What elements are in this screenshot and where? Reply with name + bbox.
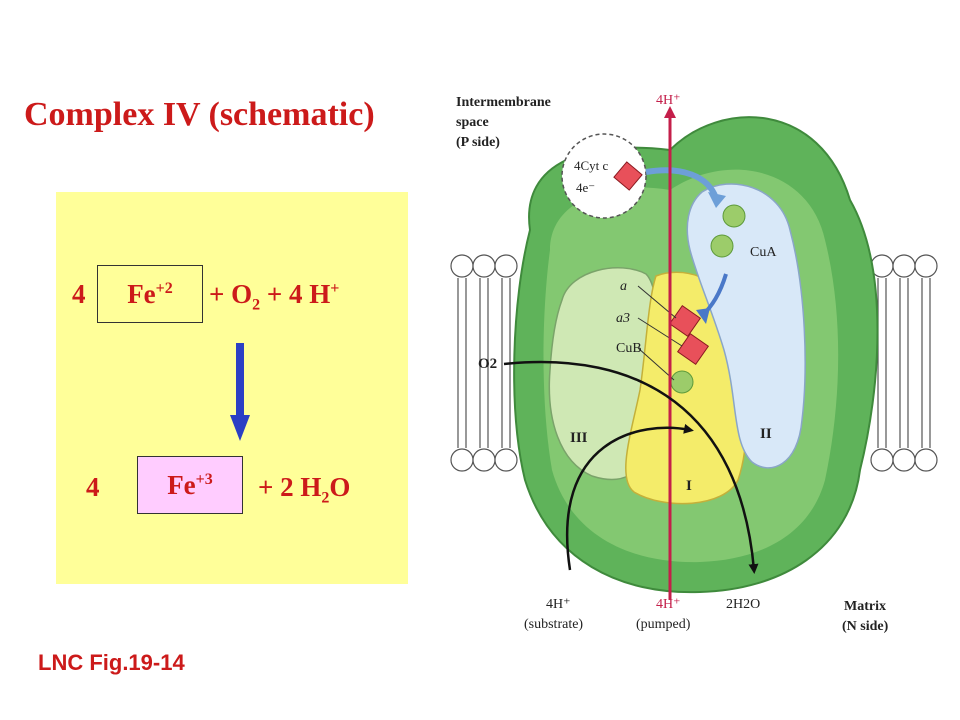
o2-subscript: 2 [252,296,261,314]
substrate-note: (substrate) [524,617,583,632]
fe2-symbol: Fe [127,279,156,309]
figure-credit: LNC Fig.19-14 [38,650,185,675]
intermembrane-label: Intermembrane [456,95,551,110]
substrate-protons-label: 4H⁺ [546,597,571,612]
fe2-box: Fe+2 [97,265,203,323]
page-title: Complex IV (schematic) [24,96,375,133]
water-subscript: 2 [321,489,330,507]
product-coefficient: 4 [86,472,100,502]
water-label: 2H2O [726,597,760,612]
heme-a-label: a [620,279,627,294]
fe3-charge: +3 [195,471,213,488]
cytochrome-c-label: 4Cyt c [574,158,609,173]
heme-a3-label: a3 [616,311,630,326]
matrix-label: Matrix [844,599,886,614]
reactant-rest: + O2 + 4 H+ [209,279,339,314]
n-side-label: (N side) [842,619,889,634]
membrane-right [870,254,938,472]
proton-term: + 4 H [260,279,331,309]
subunit-iii-label: III [570,430,588,446]
heme-a3 [676,332,710,366]
reactant-coefficient: 4 [72,279,86,309]
pumped-protons-label: 4H⁺ [656,597,681,612]
cua-sphere [710,234,734,258]
subunit-ii-label: II [760,426,772,442]
membrane-left [450,254,518,472]
o2-label: O2 [478,356,497,372]
proton-charge: + [330,280,340,297]
top-protons-label: 4H⁺ [656,93,681,108]
electron-path-arrowhead-icon [696,308,710,324]
subunit-i-label: I [686,478,692,494]
substrate-proton-arrow-icon [566,423,694,571]
cub-sphere [670,370,694,394]
water-o: O [329,472,351,502]
cytochrome-c-circle [561,133,647,219]
product-rest: + 2 H2O [258,472,350,507]
pumped-note: (pumped) [636,617,691,632]
water-term: + 2 H [258,472,322,502]
p-side-label: (P side) [456,135,500,150]
intermembrane-space-label: space [456,115,489,130]
cub-label: CuB [616,341,642,356]
electron-transfer-arrowhead-icon [708,192,726,208]
fe3-box: Fe+3 [137,456,243,514]
cua-label: CuA [750,245,777,260]
cua-sphere [722,204,746,228]
heme-a [668,304,702,338]
cytochrome-c-heme [613,161,643,191]
fe2-charge: +2 [155,280,173,297]
reaction-panel [56,192,408,584]
oxygen-path-arrow-icon [503,360,759,574]
complex-iv-figure: Intermembrane space (P side) 4H⁺ 4Cyt c … [450,93,938,634]
fe3-symbol: Fe [167,470,196,500]
electron-label: 4e⁻ [576,180,595,195]
o2-term: + O [209,279,253,309]
reaction-arrow-icon [230,343,250,441]
electron-transfer-arrow-icon [645,167,719,200]
